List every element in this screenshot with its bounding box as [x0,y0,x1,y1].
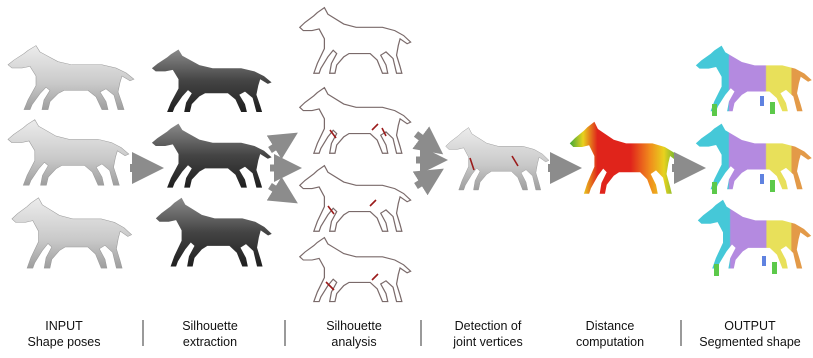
outline-horse-1 [300,8,411,74]
label-output-line1: OUTPUT [692,318,808,334]
separator-3 [420,320,422,346]
outline-horse-2 [300,88,411,154]
label-joint-detection-line2: joint vertices [436,334,540,350]
silhouette-extraction-column [152,50,272,267]
label-silhouette-analysis: Silhouette analysis [304,318,404,350]
distance-column [570,122,681,194]
label-silhouette-extraction-line1: Silhouette [160,318,260,334]
input-horse-3 [12,198,132,268]
input-horse-2 [8,120,129,186]
label-silhouette-analysis-line2: analysis [304,334,404,350]
heatmap-horse [570,122,681,194]
input-horse-1 [8,46,134,110]
joint-detection-column [446,128,549,190]
label-joint-detection-line1: Detection of [436,318,540,334]
arrows-2 [270,140,288,196]
label-silhouette-extraction: Silhouette extraction [160,318,260,350]
segmented-horse-3 [698,200,811,269]
outline-horse-4 [300,238,411,302]
arrows-3 [416,134,434,186]
label-silhouette-analysis-line1: Silhouette [304,318,404,334]
joint-horse [446,128,549,190]
label-joint-detection: Detection of joint vertices [436,318,540,350]
silhouette-horse-1 [152,50,272,112]
label-distance: Distance computation [560,318,660,350]
segmented-horse-2 [696,124,812,190]
label-distance-line2: computation [560,334,660,350]
label-input: INPUT Shape poses [14,318,114,350]
separator-4 [680,320,682,346]
label-input-line2: Shape poses [14,334,114,350]
outline-horse-3 [300,166,411,232]
silhouette-horse-3 [156,198,272,267]
separator-1 [142,320,144,346]
label-input-line1: INPUT [14,318,114,334]
label-distance-line1: Distance [560,318,660,334]
label-output: OUTPUT Segmented shape [692,318,808,350]
label-silhouette-extraction-line2: extraction [160,334,260,350]
label-output-line2: Segmented shape [692,334,808,350]
silhouette-analysis-column [300,8,411,302]
silhouette-horse-2 [152,124,272,188]
segmented-horse-1 [696,46,812,112]
separator-2 [284,320,286,346]
output-column [696,46,812,276]
input-column [8,46,134,269]
